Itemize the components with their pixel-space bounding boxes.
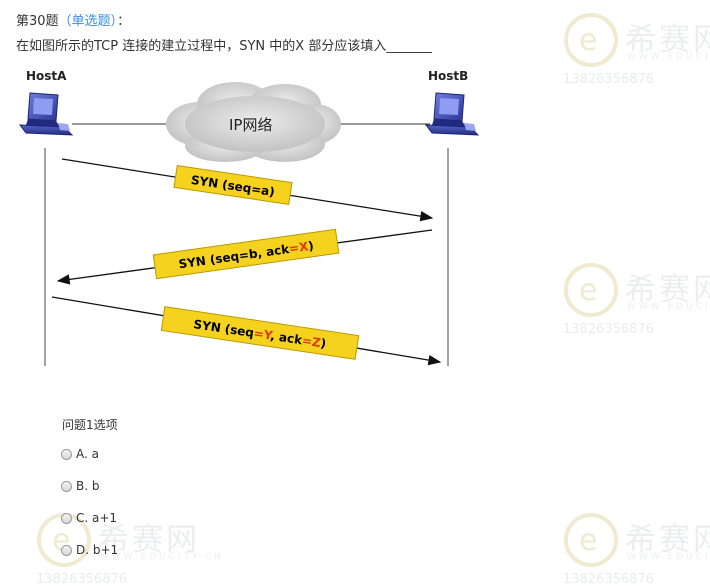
watermark-brand: 希赛网 xyxy=(625,522,710,558)
options-title: 问题1选项 xyxy=(62,418,118,432)
question-number: 第30题 xyxy=(16,14,59,29)
watermark-logo-icon: e xyxy=(564,263,618,317)
ip-network-label: IP网络 xyxy=(229,116,273,134)
message-2-part-4: ) xyxy=(307,239,314,254)
message-2-part-2: = xyxy=(288,241,300,256)
option-a-radio[interactable] xyxy=(61,448,72,460)
watermark-brand: 希赛网 xyxy=(625,22,710,58)
question-type: （单选题） xyxy=(58,14,118,29)
option-c-radio[interactable] xyxy=(61,512,72,524)
message-label-2: SYN (seq=b, ack=X) xyxy=(152,228,340,280)
message-3-part-3: , ack xyxy=(269,329,304,348)
tcp-handshake-diagram: SYN (seq=a) SYN (seq=b, ack=X) SYN (seq=… xyxy=(18,82,480,366)
watermark-brand: 希赛网 xyxy=(625,272,710,308)
watermark-phone: 13826356876 xyxy=(563,322,654,337)
message-3-part-5: Z xyxy=(311,335,322,350)
watermark-logo-icon: e xyxy=(564,513,618,567)
watermark-brand: 希赛网 xyxy=(98,522,200,558)
svg-text:e: e xyxy=(579,273,597,308)
question-colon: ： xyxy=(117,14,131,29)
message-2-part-3: X xyxy=(298,239,310,254)
svg-text:e: e xyxy=(579,523,597,558)
message-3-part-6: ) xyxy=(320,336,327,351)
watermark-site: WWW.EDUCITY.CN xyxy=(627,552,710,562)
option-a-label: A. a xyxy=(76,447,99,461)
question-text: 在如图所示的TCP 连接的建立过程中，SYN 中的X 部分应该填入_______ xyxy=(16,39,432,54)
option-b-radio[interactable] xyxy=(61,480,72,492)
svg-text:e: e xyxy=(579,23,597,58)
option-d-radio[interactable] xyxy=(61,544,72,556)
option-b-label: B. b xyxy=(76,479,100,493)
host-b-computer-icon xyxy=(424,92,480,136)
watermark-phone: 13826356876 xyxy=(563,572,654,587)
watermark-phone: 13826356876 xyxy=(36,572,127,587)
option-c[interactable]: C. a+1 xyxy=(61,509,117,527)
host-a-label: HostA xyxy=(26,69,67,83)
watermark-site: WWW.EDUCITY.CN xyxy=(100,552,224,562)
option-c-label: C. a+1 xyxy=(76,511,118,525)
option-b[interactable]: B. b xyxy=(61,477,99,495)
host-b-label: HostB xyxy=(428,69,469,83)
question-header: 第30题（单选题）： xyxy=(16,10,130,29)
message-3-part-4: = xyxy=(301,333,313,348)
host-a-computer-icon xyxy=(18,92,74,136)
option-d[interactable]: D. b+1 xyxy=(61,541,118,559)
option-d-label: D. b+1 xyxy=(76,543,119,557)
watermark-phone: 13826356876 xyxy=(563,72,654,87)
watermark-logo-icon: e xyxy=(564,13,618,67)
message-3-part-2: =Y xyxy=(253,326,274,343)
watermark-site: WWW.EDUCITY.CN xyxy=(627,302,710,312)
ip-network-cloud-icon xyxy=(166,82,341,162)
message-label-1: SYN (seq=a) xyxy=(173,164,293,206)
watermark-site: WWW.EDUCITY.CN xyxy=(627,52,710,62)
option-a[interactable]: A. a xyxy=(61,445,99,463)
message-label-3: SYN (seq=Y, ack=Z) xyxy=(160,306,360,360)
